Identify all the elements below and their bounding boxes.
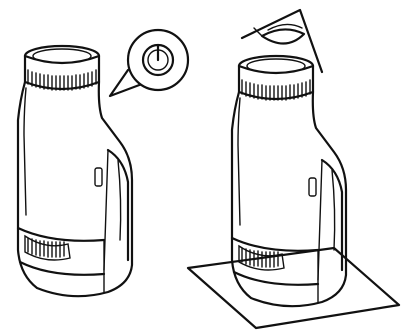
- power-button-icon: [143, 45, 173, 75]
- base-plate: [188, 248, 399, 328]
- microscope-left: [18, 46, 132, 296]
- microscope-right: [232, 56, 346, 306]
